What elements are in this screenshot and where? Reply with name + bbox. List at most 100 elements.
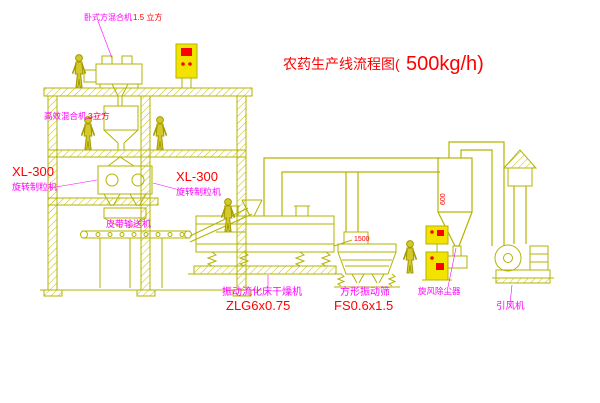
mixer-discharge-cone [111,83,129,97]
cabinet-display [181,48,192,56]
stack-cap [502,149,538,169]
motor-fins [530,253,548,263]
label-dryer-model: ZLG6x0.75 [226,298,290,313]
mixer-inlet-1 [101,55,113,65]
high-efficiency-mixer [103,96,139,150]
label-granulator2-name: 旋转制粒机 [176,186,221,197]
cyclone-separator [437,141,505,269]
mixer-legs [99,84,139,88]
induced-fan [492,149,554,284]
spring-icon [294,251,306,267]
screen-outlets [351,273,385,284]
red-button-icon [430,230,434,234]
dim-cyclone-dia: 600 [440,193,447,205]
y-chute [107,156,135,167]
worker-figure [153,115,167,150]
pulley-left [80,230,88,239]
label-cyclone-name: 旋风除尘器 [418,286,461,296]
diagram-title-capacity: 500kg/h) [406,53,484,75]
worker-figure [72,53,86,88]
worker-figure [221,197,235,232]
worker-figure [402,239,418,274]
cabinet-stand [181,78,192,88]
dryer-base [193,265,337,275]
granulator-roller-1 [105,173,119,187]
fan-hub [503,253,513,263]
mixer2-feed-pipe [117,96,123,106]
label-granulator1-model: XL-300 [12,164,54,179]
spring-icon [336,273,346,287]
column-left [47,95,58,291]
vibrating-screen [334,231,400,288]
worker-figure [81,115,95,150]
label-horizontal-mixer: 卧式方混合机 [84,12,132,22]
label-high-efficiency-mixer: 高效混合机 [44,111,87,121]
discharge-hopper [103,207,147,219]
fan-motor [529,245,549,271]
cyclone-receiver [446,255,468,269]
label-horizontal-mixer-spec: 1.5 立方 [133,12,162,22]
label-high-efficiency-mixer-spec: 3立方 [88,111,110,121]
column-right [236,95,247,291]
granulator-roller-2 [131,173,145,187]
granulator-discharge [103,193,147,207]
building-structure [40,87,262,297]
screen-decks [342,259,392,267]
fan-base [495,269,551,279]
mixer2-cone [103,129,139,150]
mixer-inlet-2 [121,55,133,65]
hopper-cone [103,217,147,229]
dryer-discharge-chute [333,239,353,247]
exhaust-duct [263,157,440,232]
dim-screen-width: 1500 [354,236,370,243]
label-screen-model: FS0.6x1.5 [334,298,393,313]
footing-right [232,289,252,297]
spring-icon [206,251,218,267]
label-screen-name: 方形振动筛 [340,285,390,298]
red-button-icon [430,256,434,260]
belt-conveyor [80,230,192,288]
screen-top-band [337,243,397,253]
dryer-body [195,215,335,253]
screen-duct [345,172,359,232]
horizontal-mixer [83,55,143,97]
spring-icon [387,273,397,287]
duct-outer [263,157,440,216]
dryer-vent-2 [295,205,309,217]
screen-body [337,251,397,275]
fluid-bed-dryer [188,205,353,275]
conveyor-legs [99,238,163,288]
mixer2-body [103,105,139,131]
red-button-icon [188,62,192,66]
spring-icon [238,251,250,267]
pulley-right [184,230,192,239]
fan-footing [495,277,551,284]
label-belt-conveyor: 皮带输送机 [106,218,151,229]
outlet-pipe-outer [448,141,505,246]
label-granulator2-model: XL-300 [176,169,218,184]
mixer-motor [83,69,97,83]
outlet-pipe-inner [460,149,493,246]
spring-icon [320,251,332,267]
footing-left [43,289,63,297]
diagram-title: 农药生产线流程图( [283,56,400,72]
label-dryer-name: 振动流化床干燥机 [222,285,302,298]
stack-pipe [513,186,527,244]
duct-inner [281,171,440,216]
dryer-feed-hopper [241,199,263,217]
stack-collar [507,167,533,187]
column-middle [140,95,151,291]
cabinet-display [437,230,444,236]
granulator-unit [97,156,153,229]
cabinet-display [436,263,444,270]
label-granulator1-name: 旋转制粒机 [12,181,57,192]
cyclone-barrel [437,157,473,213]
control-cabinet-upper [175,43,198,88]
mixer-body [95,63,143,85]
label-fan-name: 引风机 [496,300,525,312]
leader-lines [49,20,513,305]
footing-middle [136,289,156,297]
cyclone-dipleg [452,245,462,257]
